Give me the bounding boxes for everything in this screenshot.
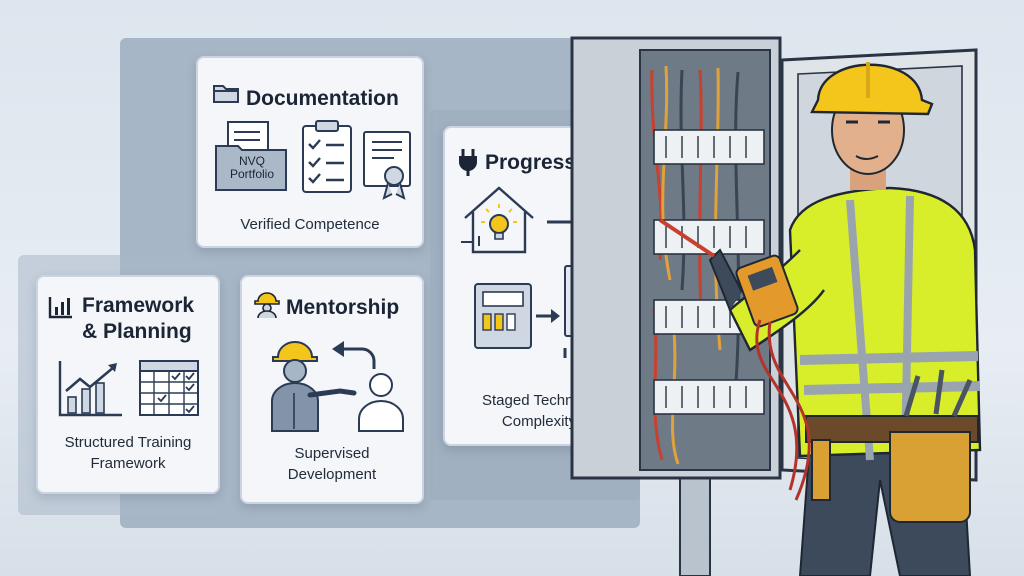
- framework-caption-line2: Framework: [90, 455, 166, 472]
- mentorship-caption-line2: Development: [287, 466, 377, 483]
- documentation-card: Documentation NVQ Portfolio Verified Com…: [196, 56, 424, 248]
- house-bulb-icon: [461, 186, 534, 254]
- mentorship-card: Mentorship Supervised Development: [240, 275, 424, 504]
- mentorship-caption-line1: Supervised: [294, 445, 370, 462]
- bar-chart-icon: [48, 297, 72, 319]
- growth-chart-icon: [58, 361, 122, 417]
- documentation-title: Documentation: [246, 87, 399, 110]
- progression-caption: Staged Technical Complexity: [482, 392, 596, 430]
- framework-caption-line1: Structured Training: [64, 434, 192, 451]
- plug-icon: [459, 149, 477, 176]
- worker-helmet-icon: [254, 292, 280, 319]
- nvq-portfolio-icon: [215, 121, 287, 191]
- control-panel-icon: [474, 283, 532, 349]
- mentorship-title: Mentorship: [286, 296, 400, 319]
- nvq-portfolio-label: NVQ Portfolio: [229, 154, 275, 181]
- return-arrow-icon: [332, 341, 376, 369]
- framework-title-line2: & Planning: [82, 320, 192, 343]
- multimeter: [735, 254, 799, 328]
- documentation-caption: Verified Competence: [240, 216, 380, 233]
- apprentice-icon: [358, 373, 404, 432]
- tool-pouch: [889, 431, 971, 523]
- electrician-illustration: [658, 62, 982, 576]
- mentor-pointing-icon: [271, 341, 357, 432]
- folder-icon: [213, 85, 239, 103]
- framework-title-line1: Framework: [82, 294, 195, 317]
- breaker-rows: [653, 129, 765, 415]
- arrow-right-icon: [536, 309, 560, 323]
- clipboard-checklist-icon: [302, 120, 352, 193]
- framework-planning-card: Framework & Planning Structured Training…: [36, 275, 220, 494]
- calendar-grid-icon: [139, 360, 199, 416]
- hard-hat: [810, 63, 934, 116]
- certificate-icon: [363, 131, 411, 200]
